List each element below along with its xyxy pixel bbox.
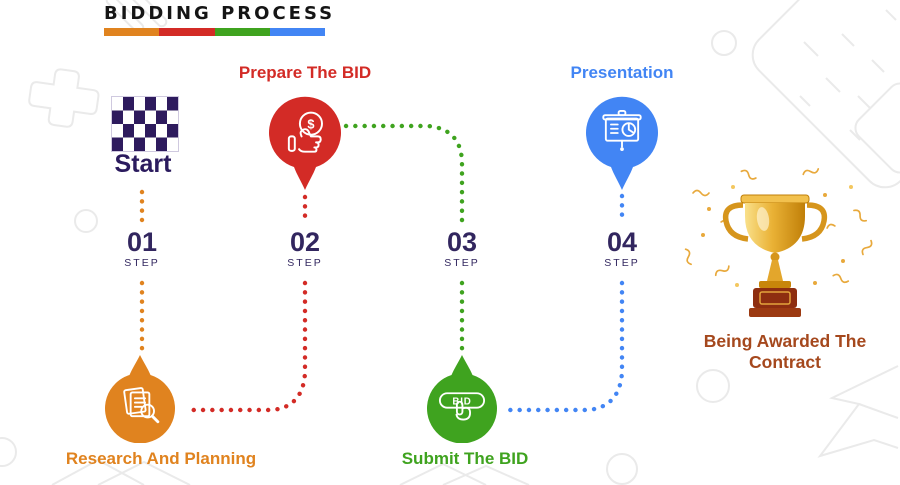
step2-number: 02 STEP [287,227,323,269]
step3-number: 03 STEP [444,227,480,269]
step4-number: 04 STEP [604,227,640,269]
step3-balloon: BID [427,355,497,443]
balloon-shape [427,355,497,443]
documents-magnifier-icon [123,387,160,424]
step2-label: Prepare The BID [238,63,372,82]
rotated-card-decoration [751,0,900,189]
presentation-chart-icon [602,109,642,152]
bid-button-click-icon: BID [438,392,486,421]
step1-number: 01 STEP [124,227,160,269]
plus-shape-decoration [28,68,100,128]
underline-green-segment [214,28,270,36]
underline-red-segment [159,28,215,36]
underline-blue-segment [269,28,325,36]
zigzag-decoration [51,458,530,485]
step1-label: Research And Planning [65,449,257,468]
balloon-shape [269,96,341,191]
trophy-icon [684,168,873,317]
step1-balloon [105,355,175,443]
underline-orange-segment [104,28,160,36]
step4-balloon [586,96,658,191]
award-label: Being Awarded The Contract [672,331,898,373]
circle-decoration [711,30,737,56]
connector-balloon2-to-step3 [343,123,465,225]
connector-step4-to-balloon3 [505,280,625,413]
trophy-cup [722,194,828,317]
step2-balloon: $ [269,96,341,191]
circle-decoration [606,453,638,485]
arrow-shape-decoration [817,365,899,458]
step4-label: Presentation [570,63,674,82]
checkered-flag-icon [111,96,179,152]
page-title: BIDDING PROCESS [104,3,336,24]
award-label-line2: Contract [749,352,821,372]
circle-decoration [0,437,17,467]
start-label: Start [114,150,172,178]
confetti [684,168,873,287]
connector-step2-to-balloon1 [187,280,308,413]
circle-decoration [696,369,730,403]
svg-text:$: $ [307,116,314,131]
step3-label: Submit The BID [401,449,529,468]
title-underline [104,28,325,36]
circle-decoration [74,209,98,233]
award-label-line1: Being Awarded The [703,331,867,351]
hand-holding-dollar-icon: $ [287,111,323,153]
